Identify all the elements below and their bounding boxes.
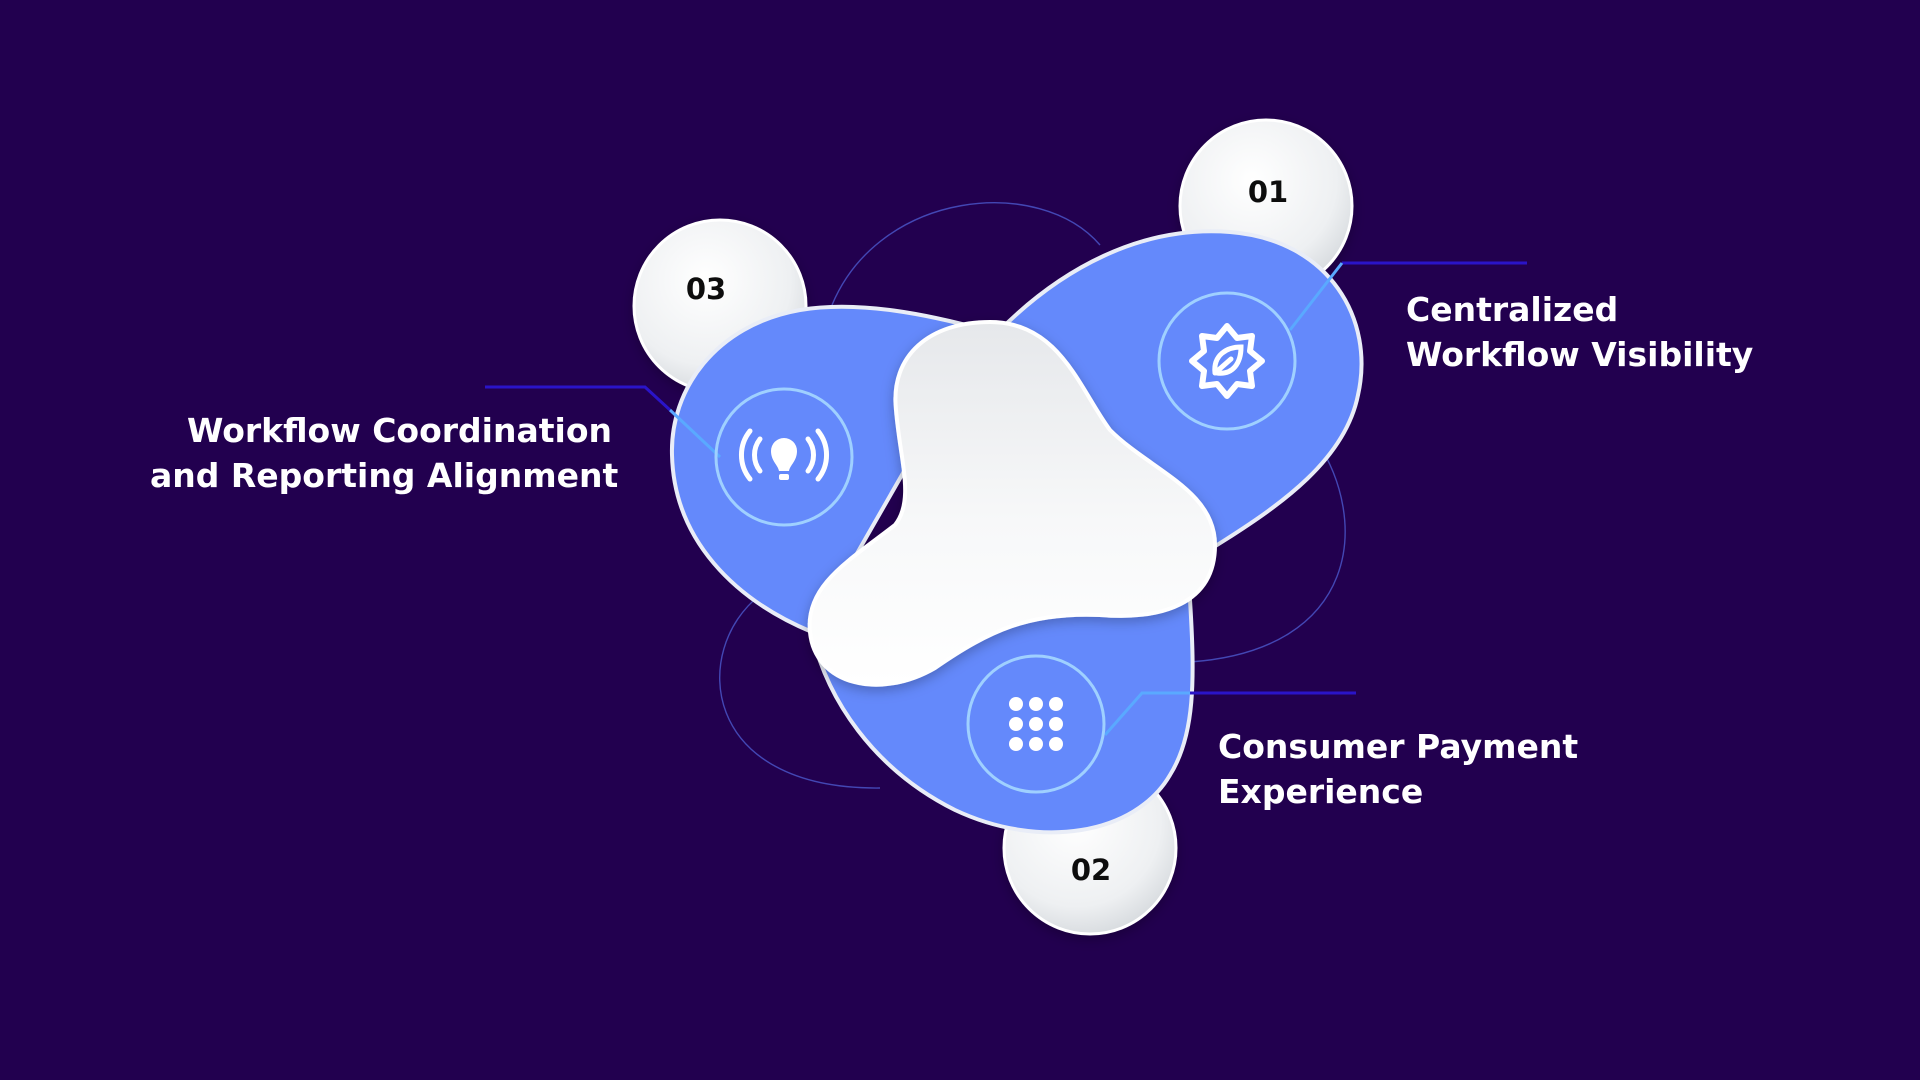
- icon-ring-01: [1157, 291, 1297, 431]
- step-title-01-line1: Centralized: [1406, 290, 1619, 329]
- step-title-02-line2: Experience: [1218, 772, 1424, 811]
- connector-03: [485, 385, 672, 412]
- step-title-03-line2: and Reporting Alignment: [150, 456, 619, 495]
- step-number-02: 02: [1071, 853, 1111, 887]
- leaf-badge-icon: [1189, 323, 1265, 399]
- decorative-orbits: [719, 202, 1346, 789]
- connectors: [485, 261, 1527, 736]
- petal-01: [997, 229, 1364, 604]
- center-blob: [807, 319, 1218, 687]
- lightbulb-broadcast-icon: [739, 428, 829, 482]
- step-label-02: Consumer Payment Experience: [1218, 724, 1578, 814]
- connector-02-light: [1103, 691, 1190, 736]
- connector-01-light: [1288, 262, 1344, 331]
- connector-03-light: [668, 408, 722, 459]
- icon-ring-03: [714, 387, 854, 527]
- step-label-03: Workflow Coordination and Reporting Alig…: [150, 408, 619, 498]
- step-label-01: Centralized Workflow Visibility: [1406, 287, 1753, 377]
- icon-ring-02: [966, 654, 1106, 794]
- step-title-01-line2: Workflow Visibility: [1406, 335, 1754, 374]
- step-title-02-line1: Consumer Payment: [1218, 727, 1579, 766]
- step-number-01: 01: [1248, 175, 1288, 209]
- step-title-03-line1: Workflow Coordination: [186, 411, 612, 450]
- grid-dots-icon: [1009, 697, 1063, 751]
- step-number-03: 03: [686, 272, 726, 306]
